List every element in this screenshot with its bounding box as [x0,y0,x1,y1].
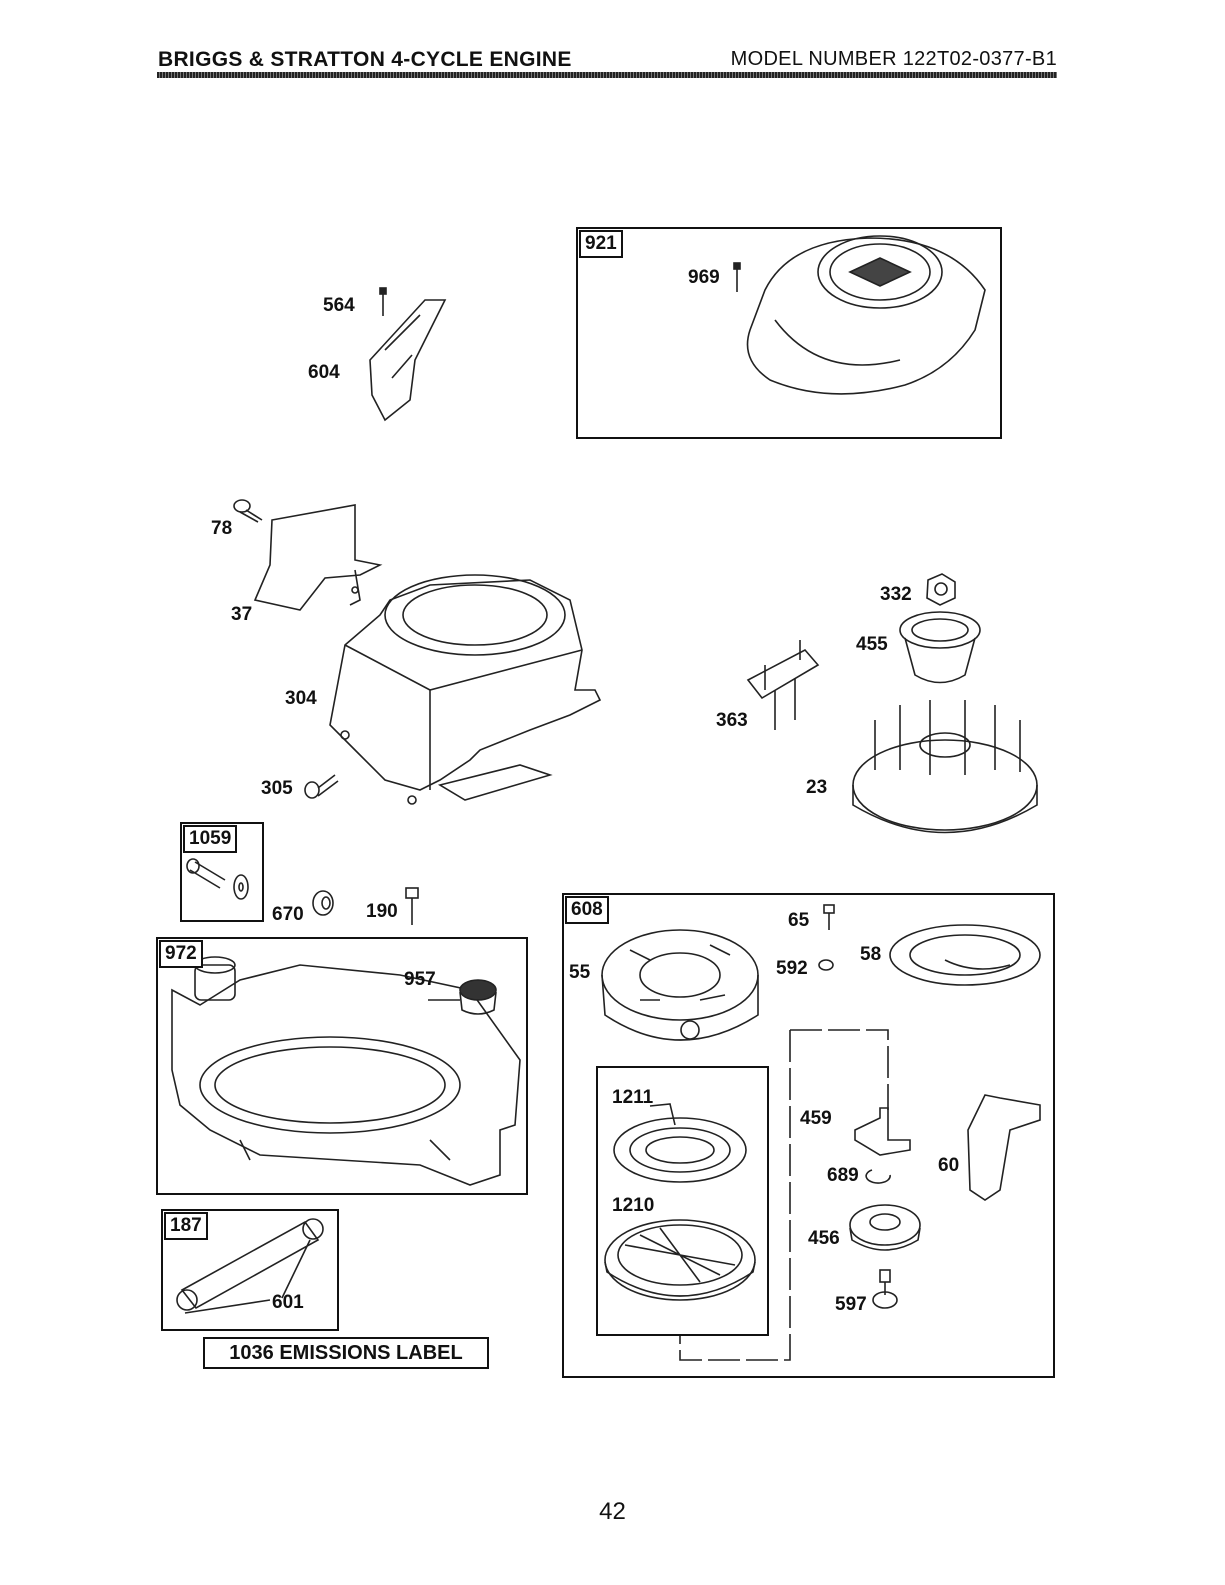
part-564-label: 564 [323,295,355,317]
assembly-187-tag: 187 [164,1212,208,1240]
bolt-190-drawing [406,888,418,925]
part-58-label: 58 [860,944,881,966]
assembly-1059-tag: 1059 [183,825,237,853]
bracket-363-drawing [748,640,818,730]
part-1211-label: 1211 [612,1087,653,1109]
part-60-label: 60 [938,1155,959,1177]
part-670-label: 670 [272,904,304,926]
assembly-921-box [576,227,1002,439]
part-55-label: 55 [569,962,590,984]
sleeve-670-drawing [313,891,333,915]
emissions-label: 1036 EMISSIONS LABEL [203,1337,489,1369]
air-guide-37-drawing [255,505,380,610]
assembly-972-tag: 972 [159,940,203,968]
part-969-label: 969 [688,267,720,289]
part-592-label: 592 [776,958,808,980]
flywheel-23-drawing [853,700,1037,833]
bolt-78-drawing [234,500,262,522]
part-190-label: 190 [366,901,398,923]
part-78-label: 78 [211,518,232,540]
part-597-label: 597 [835,1294,867,1316]
part-689-label: 689 [827,1165,859,1187]
part-957-label: 957 [404,969,436,991]
part-455-label: 455 [856,634,888,656]
assembly-921-tag: 921 [579,230,623,258]
part-23-label: 23 [806,777,827,799]
part-601-label: 601 [272,1292,304,1314]
part-604-label: 604 [308,362,340,384]
assembly-972-box [156,937,528,1195]
page-number: 42 [0,1498,1225,1526]
part-37-label: 37 [231,604,252,626]
part-459-label: 459 [800,1108,832,1130]
part-304-label: 304 [285,688,317,710]
part-305-label: 305 [261,778,293,800]
blower-housing-304-drawing [330,575,600,804]
screw-564-drawing [380,288,386,316]
cup-455-drawing [900,612,980,683]
bolt-305-drawing [305,775,338,798]
nut-332-drawing [927,574,955,605]
part-1210-label: 1210 [612,1195,654,1217]
guard-604-drawing [370,300,445,420]
part-332-label: 332 [880,584,912,606]
part-65-label: 65 [788,910,809,932]
assembly-608-tag: 608 [565,896,609,924]
part-456-label: 456 [808,1228,840,1250]
part-363-label: 363 [716,710,748,732]
